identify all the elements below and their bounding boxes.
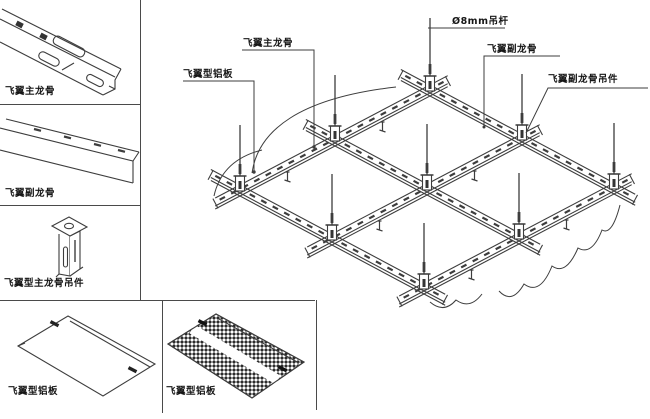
detail-label-sub-keel: 飞翼副龙骨 bbox=[5, 188, 56, 199]
detail-label-aluminum-panel-perforated: 飞翼型铝板 bbox=[166, 386, 217, 397]
aluminum-panel-perforated-detail-drawing bbox=[166, 313, 306, 399]
hanger-rods bbox=[233, 18, 621, 290]
main-keel-detail-drawing bbox=[0, 8, 122, 96]
detail-label-aluminum-panel: 飞翼型铝板 bbox=[8, 386, 59, 397]
annotation-panel: 飞翼型铝板 bbox=[183, 69, 234, 80]
main-keel-hanger-detail-drawing bbox=[50, 216, 89, 278]
sub-keel-detail-drawing bbox=[0, 118, 140, 184]
detail-label-main-keel-hanger: 飞翼型主龙骨吊件 bbox=[4, 278, 85, 289]
panel-borders bbox=[0, 0, 317, 413]
annotation-sub-keel-hanger: 飞翼副龙骨吊件 bbox=[548, 74, 619, 85]
annotation-hanger-rod: Ø8mm吊杆 bbox=[452, 16, 509, 27]
detail-label-main-keel: 飞翼主龙骨 bbox=[5, 86, 56, 97]
leader-lines bbox=[183, 27, 648, 174]
annotation-sub-keel: 飞翼副龙骨 bbox=[487, 44, 538, 55]
annotation-main-keel: 飞翼主龙骨 bbox=[243, 38, 294, 49]
panel-break-lines bbox=[213, 86, 621, 308]
aluminum-panel-detail-drawing bbox=[16, 315, 157, 397]
